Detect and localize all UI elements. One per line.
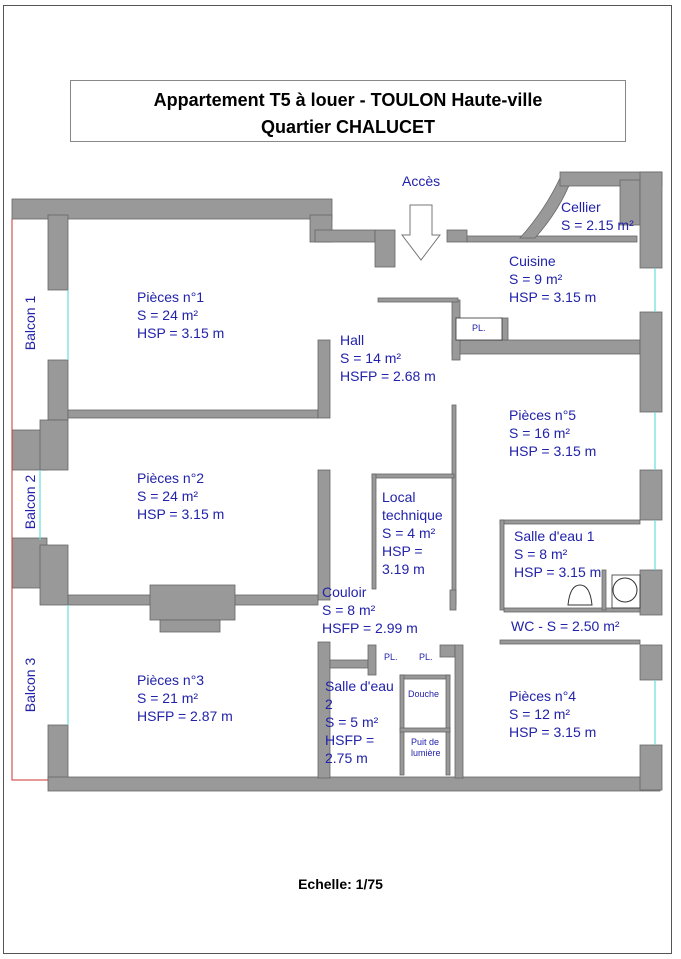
scale-label: Echelle: 1/75 <box>298 876 383 892</box>
room-douche: Douche <box>408 689 440 699</box>
plan-title: Appartement T5 à louer - TOULON Haute-vi… <box>153 90 543 110</box>
wc-sink <box>612 577 638 603</box>
balcony-3-label: Balcon 3 <box>22 657 39 713</box>
access-arrow <box>400 204 442 261</box>
access-label: Accès <box>402 173 441 189</box>
plan-subtitle: Quartier CHALUCET <box>260 117 435 137</box>
placard-hall: PL. <box>472 323 486 333</box>
balconies <box>11 219 48 781</box>
plan-title-box: Appartement T5 à louer - TOULON Haute-vi… <box>70 80 626 142</box>
balcony-2-label: Balcon 2 <box>22 474 39 530</box>
windows <box>39 268 656 745</box>
page-border <box>3 5 672 954</box>
wc-bowl <box>567 584 593 606</box>
room-wc: WC - S = 2.50 m² <box>511 618 620 634</box>
placard-couloir-1: PL. <box>384 652 398 662</box>
balcony-1-label: Balcon 1 <box>22 295 39 351</box>
placard-couloir-2: PL. <box>419 652 433 662</box>
walls <box>11 171 663 792</box>
